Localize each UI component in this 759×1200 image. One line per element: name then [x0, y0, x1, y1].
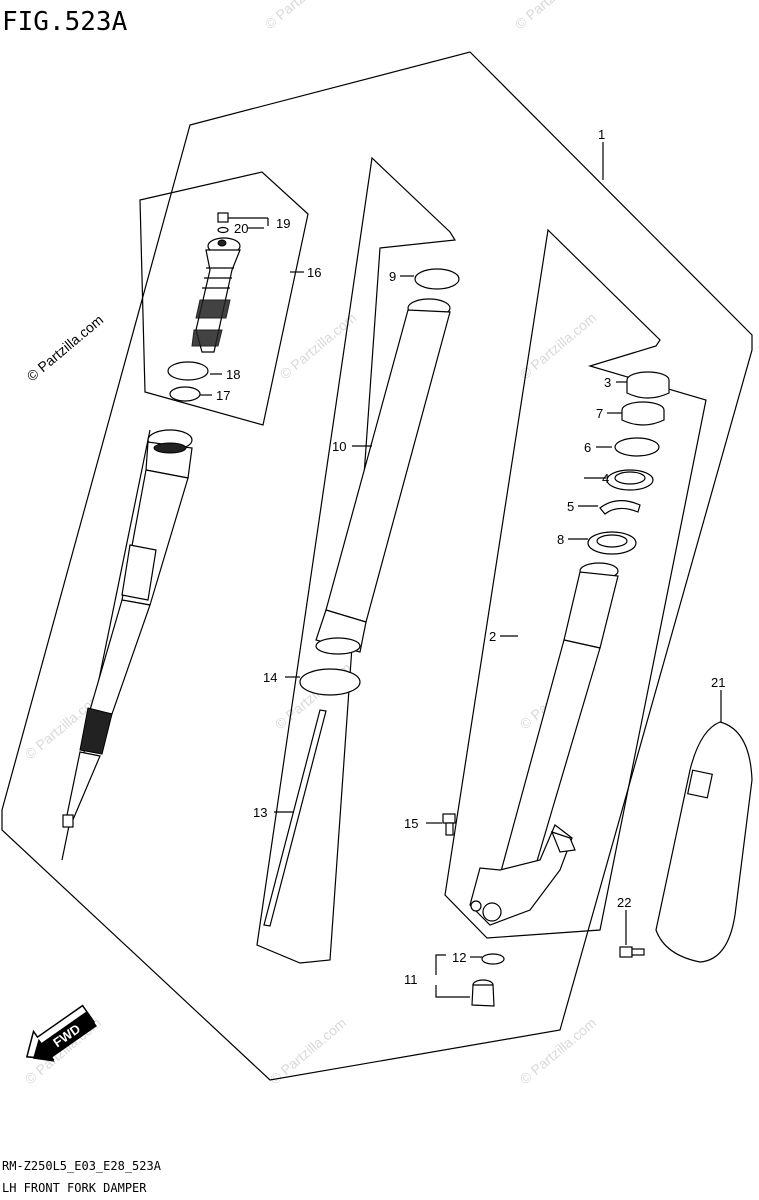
- circlip-5: [599, 500, 641, 515]
- gasket-12: [481, 953, 505, 965]
- bushing-3: [626, 371, 670, 399]
- callout-13: 13: [253, 805, 267, 820]
- bolt-15: [442, 813, 456, 836]
- o-ring-17: [169, 386, 201, 402]
- callout-2: 2: [489, 629, 496, 644]
- callout-11: 11: [404, 972, 418, 987]
- callout-22: 22: [617, 895, 631, 910]
- callout-6: 6: [584, 440, 591, 455]
- damper-assembly-16: [191, 237, 241, 353]
- outer-tube-2: [469, 562, 619, 926]
- inner-tube-group-outline: [256, 156, 457, 964]
- callout-17: 17: [216, 388, 230, 403]
- oil-seal-4: [606, 469, 654, 491]
- callout-9: 9: [389, 269, 396, 284]
- damper-group-outline: [139, 171, 309, 426]
- model-code: RM-Z250L5_E03_E28_523A: [2, 1159, 162, 1173]
- watermark: © Partzilla.com: [277, 309, 360, 382]
- damper-cartridge: [62, 429, 193, 828]
- figure-title: FIG.523A: [2, 7, 128, 37]
- watermark: © Partzilla.com: [517, 1014, 600, 1087]
- callout-20: 20: [234, 221, 248, 236]
- callout-16: 16: [307, 265, 321, 280]
- dust-seal-8: [587, 531, 637, 555]
- fork-guard-21: [655, 721, 753, 963]
- callout-12: 12: [452, 950, 466, 965]
- o-ring-14: [299, 668, 361, 696]
- callout-15: 15: [404, 816, 418, 831]
- ring-9: [414, 268, 460, 290]
- washer-6: [614, 437, 660, 457]
- inner-tube-10: [315, 298, 451, 655]
- guard-tab: [687, 769, 713, 799]
- callout-1: 1: [598, 127, 605, 142]
- callout-5: 5: [567, 499, 574, 514]
- o-ring-18: [167, 361, 209, 381]
- bolt-22: [619, 946, 645, 958]
- leader-lines: [200, 142, 722, 998]
- callout-21: 21: [711, 675, 725, 690]
- callout-19: 19: [276, 216, 290, 231]
- watermark: © Partzilla.com: [267, 1014, 350, 1087]
- bushing-7: [621, 401, 665, 426]
- outer-tube-group-outline: [444, 228, 707, 939]
- callout-10: 10: [332, 439, 346, 454]
- rod-13: [263, 709, 327, 927]
- diagram-name: LH FRONT FORK DAMPER: [2, 1181, 147, 1195]
- callout-4: 4: [602, 471, 609, 486]
- callout-3: 3: [604, 375, 611, 390]
- callout-18: 18: [226, 367, 240, 382]
- watermark: © Partzilla.com: [517, 309, 600, 382]
- watermarks: © Partzilla.com © Partzilla.com © Partzi…: [22, 0, 600, 1087]
- callout-14: 14: [263, 670, 277, 685]
- callout-7: 7: [596, 406, 603, 421]
- bolt-20: [217, 212, 229, 234]
- assembly-outline: [1, 51, 753, 1081]
- watermark: © Partzilla.com: [512, 0, 595, 32]
- bolt-11: [471, 979, 495, 1007]
- watermark: © Partzilla.com: [262, 0, 345, 32]
- watermark-dark: © Partzilla.com: [24, 311, 107, 384]
- callout-8: 8: [557, 532, 564, 547]
